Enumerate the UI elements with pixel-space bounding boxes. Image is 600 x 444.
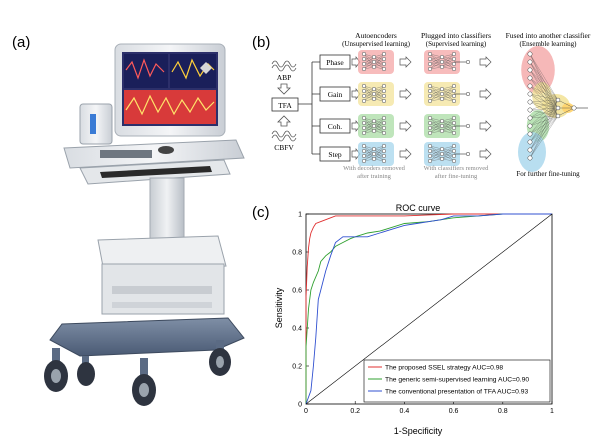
note-classifiers-1: With classifiers removed	[424, 165, 489, 172]
note-finetune: For further fine-tuning	[516, 170, 580, 178]
input-tfa-label: TFA	[278, 101, 292, 110]
header-classifiers: Plugged into classifiers	[421, 31, 491, 40]
panel-label-a: (a)	[12, 34, 31, 51]
roc-series-line-0	[305, 213, 552, 404]
legend-entry: The conventional presentation of TFA AUC…	[385, 389, 528, 396]
y-tick-label: 0.8	[292, 250, 302, 257]
arrow-right-icon	[479, 120, 492, 132]
arrow-up-icon	[277, 115, 291, 127]
feature-label-gain: Gain	[328, 90, 343, 99]
arrow-right-icon	[479, 56, 492, 68]
note-decoders-1: With decoders removed	[343, 165, 406, 172]
upper-tray	[63, 139, 245, 169]
y-tick-label: 0	[298, 402, 302, 409]
feature-box-coh	[319, 118, 351, 134]
monitor	[114, 43, 226, 137]
header-ensemble-sub: (Ensemble learning)	[520, 40, 578, 48]
legend-entry: The proposed SSEL strategy AUC=0.98	[385, 365, 503, 372]
header-ensemble: Fused into another classifier	[506, 31, 591, 40]
panel-label-b: (b)	[252, 34, 271, 51]
y-tick-label: 0.4	[292, 326, 302, 333]
note-classifiers-2: after fine-tuning	[435, 173, 478, 180]
arrow-right-icon	[399, 148, 412, 160]
chart-title: ROC curve	[396, 203, 441, 213]
x-axis-label: 1-Specificity	[394, 426, 443, 436]
header-classifiers-sub: (Supervised learning)	[426, 40, 487, 48]
arrow-down-icon	[277, 83, 291, 95]
feature-row-phase: Phase	[319, 50, 492, 74]
ultrasound-cart-illustration	[44, 43, 245, 406]
y-tick-label: 0.6	[292, 288, 302, 295]
input-cbfv-label: CBFV	[274, 143, 294, 152]
arrow-right-icon	[399, 88, 412, 100]
ensemble-classifier	[518, 46, 588, 172]
legend-box	[363, 359, 551, 403]
feature-row-gain: Gain	[319, 82, 492, 106]
x-tick-label: 0.6	[449, 408, 459, 415]
feature-row-coh: Coh.	[319, 114, 492, 138]
roc-chart: ROC curve 1-Specificity Sensitivity 0 0.2…	[274, 203, 554, 436]
gel-bottle	[90, 114, 96, 134]
keyboard	[100, 166, 212, 178]
feature-box-gain	[319, 86, 351, 102]
input-abp-label: ABP	[277, 73, 292, 82]
printer	[97, 235, 227, 315]
feature-connector	[298, 61, 320, 155]
x-tick-label: 0.8	[498, 408, 508, 415]
tfa-box	[271, 97, 299, 112]
feature-label-phase: Phase	[326, 58, 344, 67]
roc-series-line-2	[305, 213, 552, 405]
panel-label-c: (c)	[252, 204, 270, 221]
x-tick-label: 1	[550, 408, 554, 415]
feature-label-coh: Coh.	[328, 122, 343, 131]
y-axis-label: Sensitivity	[274, 287, 284, 328]
mouse	[158, 146, 174, 154]
header-autoencoders-sub: (Unsupervised learning)	[342, 40, 411, 48]
roc-series-line-1	[305, 213, 552, 404]
chance-diagonal-line	[305, 213, 553, 405]
x-tick-label: 0	[304, 408, 308, 415]
y-tick-label: 1	[298, 212, 302, 219]
ssel-pipeline-diagram: Autoencoders (Unsupervised learning) Plu…	[271, 31, 591, 180]
y-tick-label: 0.2	[292, 364, 302, 371]
control-panel	[100, 150, 152, 158]
x-tick-label: 0.4	[400, 408, 410, 415]
feature-label-step: Step	[328, 150, 342, 159]
abp-waveform	[271, 60, 297, 68]
arrow-right-icon	[399, 120, 412, 132]
arrow-right-icon	[479, 148, 492, 160]
header-autoencoders: Autoencoders	[355, 31, 397, 40]
caster-wheels	[44, 340, 231, 406]
feature-row-step: Step	[319, 142, 492, 166]
note-decoders-2: after training	[357, 173, 391, 180]
legend-entry: The generic semi-supervised learning AUC…	[385, 377, 529, 384]
arrow-right-icon	[479, 88, 492, 100]
feature-box-step	[319, 146, 351, 162]
arrow-right-icon	[399, 56, 412, 68]
cbfv-waveform	[271, 130, 297, 138]
feature-box-phase	[319, 54, 351, 70]
x-tick-label: 0.2	[350, 408, 360, 415]
